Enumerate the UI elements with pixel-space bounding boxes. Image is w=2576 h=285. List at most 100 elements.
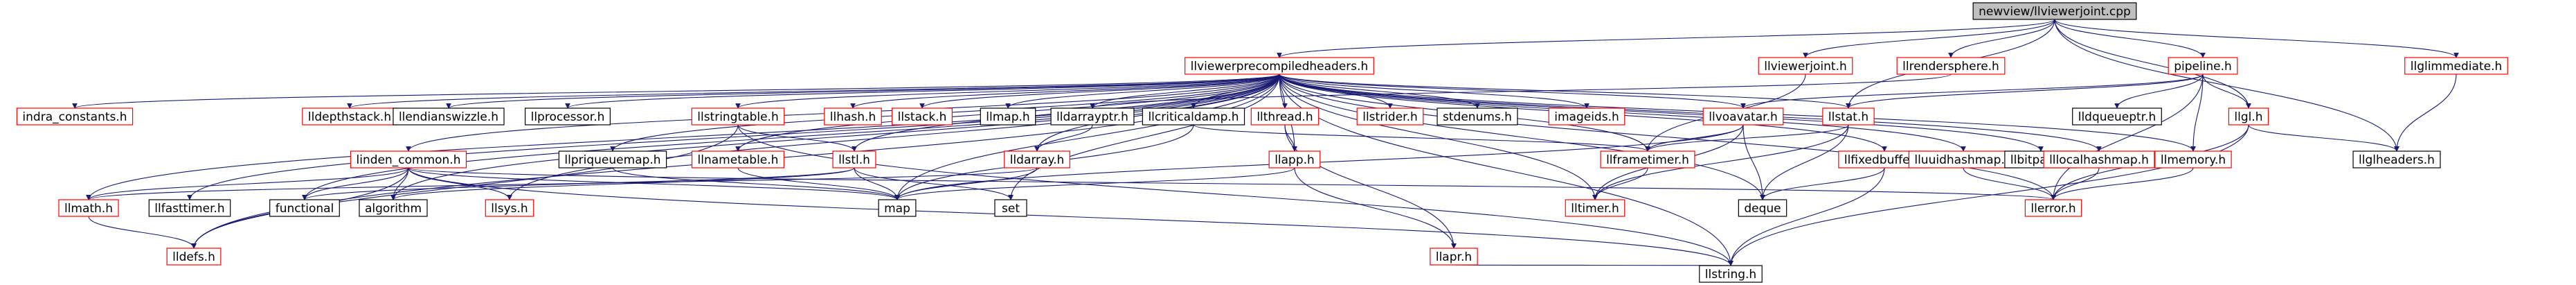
node-box — [269, 199, 340, 217]
node-box — [1268, 150, 1321, 169]
edge-nametable-to-map — [737, 167, 900, 200]
node-linden_common[interactable]: linden_common.h — [350, 150, 467, 169]
edge-llmemory-to-llerror — [2051, 167, 2194, 200]
edge-stringtable-to-llstring — [737, 124, 1733, 266]
node-box — [2072, 107, 2162, 126]
node-box — [691, 150, 785, 169]
node-box — [393, 107, 505, 126]
node-glimmediate[interactable]: llglimmediate.h — [2404, 57, 2508, 75]
node-label: llnametable.h — [698, 153, 779, 167]
edge-pch-to-bitpack — [1279, 74, 2044, 152]
node-nametable[interactable]: llnametable.h — [691, 150, 785, 169]
node-llhash[interactable]: llhash.h — [824, 107, 882, 126]
edge-llvoavatar-to-deque — [1742, 124, 1765, 200]
node-label: llcriticaldamp.h — [1148, 110, 1239, 124]
node-label: llapr.h — [1436, 250, 1472, 264]
node-llapr[interactable]: llapr.h — [1430, 248, 1478, 266]
node-endianswizzle: llendianswizzle.h — [393, 107, 505, 126]
node-box — [1758, 57, 1853, 75]
node-frametimer[interactable]: llframetimer.h — [1600, 150, 1695, 169]
edge-pipeline-to-llstat — [1846, 74, 2204, 109]
node-stringtable[interactable]: llstringtable.h — [691, 107, 785, 126]
edge-pipeline-to-llerror — [2051, 74, 2204, 200]
node-llapp[interactable]: llapp.h — [1268, 150, 1321, 169]
edge-pch-to-llprocessor — [565, 74, 1280, 109]
node-llmath[interactable]: llmath.h — [58, 199, 119, 217]
node-root[interactable]: newview/llviewerjoint.cpp — [1972, 2, 2137, 20]
node-label: llgl.h — [2234, 110, 2262, 124]
node-llstat[interactable]: llstat.h — [1822, 107, 1875, 126]
node-llstrider[interactable]: llstrider.h — [1356, 107, 1424, 126]
node-label: llstack.h — [898, 110, 947, 124]
node-box — [1004, 150, 1070, 169]
node-label: llapp.h — [1275, 153, 1315, 167]
edge-pch-to-deque — [1279, 74, 1765, 200]
edge-pipeline-to-dqueueptr — [2114, 74, 2204, 109]
edge-pch-to-lldarrayptr — [1090, 74, 1280, 109]
node-depthstack[interactable]: lldepthstack.h — [302, 107, 397, 126]
edge-pch-to-lltimer — [1279, 74, 1598, 200]
node-box — [691, 107, 785, 126]
node-label: lllocalhashmap.h — [2049, 153, 2149, 167]
edge-root-to-glimmediate — [2054, 19, 2459, 58]
node-box — [980, 107, 1036, 126]
node-label: llsys.h — [491, 202, 528, 216]
edge-llthread-to-llapp — [1284, 124, 1297, 152]
node-llstl[interactable]: llstl.h — [832, 150, 876, 169]
edge-pch-to-llmap — [1005, 74, 1280, 109]
node-label: map — [884, 202, 910, 216]
edge-priqueuemap-to-map — [612, 167, 900, 200]
node-label: llviewerjoint.h — [1764, 60, 1847, 74]
edge-lldarray-to-llmath — [86, 167, 1038, 200]
node-label: stdenums.h — [1443, 110, 1512, 124]
edge-lldarray-to-map — [894, 167, 1038, 200]
node-box — [1972, 2, 2137, 20]
node-lldarray[interactable]: lldarray.h — [1004, 150, 1070, 169]
node-box — [824, 107, 882, 126]
node-label: newview/llviewerjoint.cpp — [1979, 5, 2131, 19]
node-imageids[interactable]: imageids.h — [1548, 107, 1625, 126]
node-label: algorithm — [365, 202, 422, 216]
edge-root-to-rendersphere — [1948, 19, 2055, 58]
node-box — [2024, 199, 2082, 217]
edge-pch-to-localhashmap — [1279, 74, 2102, 152]
edge-glimmediate-to-glheaders — [2394, 74, 2457, 152]
edge-llapr-to-llstring — [1453, 260, 1731, 266]
edge-pch-to-imageids — [1279, 74, 1589, 109]
node-llsys[interactable]: llsys.h — [485, 199, 534, 217]
node-label: llmemory.h — [2161, 153, 2226, 167]
node-box — [16, 107, 134, 126]
node-box — [994, 199, 1027, 217]
node-localhashmap[interactable]: lllocalhashmap.h — [2043, 150, 2155, 169]
node-label: lldqueueptr.h — [2078, 110, 2156, 124]
node-llmemory[interactable]: llmemory.h — [2154, 150, 2232, 169]
node-label: llfasttimer.h — [154, 202, 224, 216]
node-llthread[interactable]: llthread.h — [1250, 107, 1319, 126]
node-uuidhashmap[interactable]: lluuidhashmap.h — [1908, 150, 2019, 169]
node-llstack[interactable]: llstack.h — [892, 107, 953, 126]
node-label: deque — [1744, 202, 1781, 216]
node-pipeline[interactable]: pipeline.h — [2168, 57, 2238, 75]
node-viewerjoint[interactable]: llviewerjoint.h — [1758, 57, 1853, 75]
node-rendersphere[interactable]: llrendersphere.h — [1896, 57, 2006, 75]
node-label: pipeline.h — [2174, 60, 2232, 74]
edge-llgl-to-llstring — [1728, 124, 2249, 266]
node-llvoavatar[interactable]: llvoavatar.h — [1702, 107, 1784, 126]
node-label: llfixedbuffer.h — [1844, 153, 1925, 167]
node-label: llglheaders.h — [2359, 153, 2435, 167]
edge-root-to-viewerjoint — [1803, 19, 2055, 58]
edge-pch-to-endianswizzle — [446, 74, 1280, 109]
node-pch[interactable]: llviewerprecompiledheaders.h — [1185, 57, 1374, 75]
node-indra_constants[interactable]: indra_constants.h — [16, 107, 134, 126]
edge-pch-to-llhash — [850, 74, 1280, 109]
node-label: llpriqueuemap.h — [564, 153, 660, 167]
node-box — [1548, 107, 1625, 126]
edge-pch-to-llerror — [1279, 74, 2056, 200]
node-lltimer[interactable]: lltimer.h — [1565, 199, 1625, 217]
edge-fixedbuffer-to-deque — [1760, 167, 1885, 200]
node-label: lldarray.h — [1010, 153, 1065, 167]
node-lldefs[interactable]: lldefs.h — [166, 248, 222, 266]
node-llerror[interactable]: llerror.h — [2024, 199, 2082, 217]
node-llgl[interactable]: llgl.h — [2228, 107, 2269, 126]
